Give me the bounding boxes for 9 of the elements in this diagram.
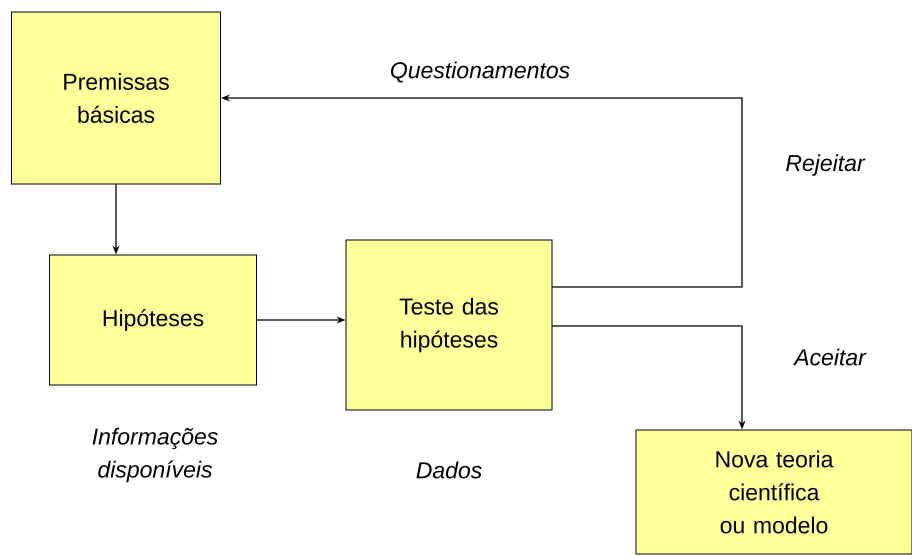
edge-label: Aceitar <box>793 348 867 366</box>
note-text: Informações disponíveis <box>92 428 218 482</box>
process-box: Teste das hipóteses <box>346 240 552 410</box>
note-text: Dados <box>416 462 482 478</box>
process-box: Hipóteses <box>49 254 257 386</box>
process-box: Premissas básicas <box>11 12 221 184</box>
process-box: Nova teoria científica ou modelo <box>636 430 912 554</box>
edge-label: Rejeitar <box>784 153 866 177</box>
note-text: Questionamentos <box>391 62 570 82</box>
